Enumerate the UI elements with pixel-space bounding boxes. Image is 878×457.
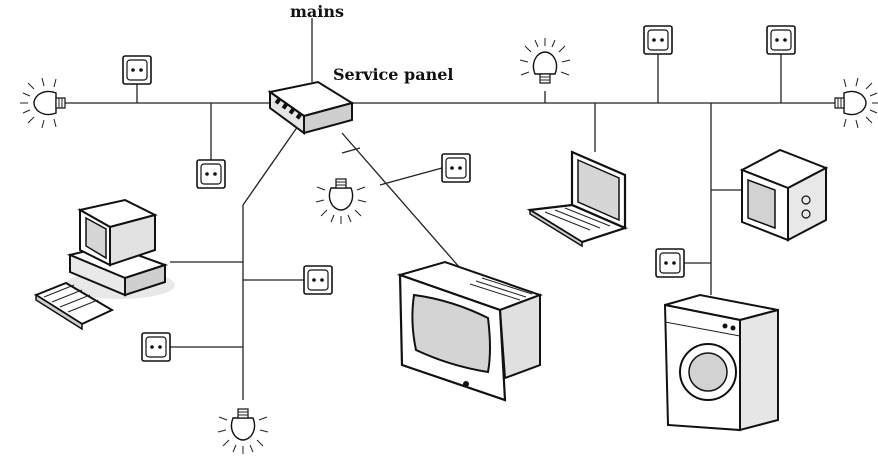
light-bulb-icon: [834, 77, 878, 129]
wiring: [62, 18, 838, 400]
socket-icon: [643, 25, 673, 55]
tv-wire: [341, 132, 461, 269]
service-panel-icon: [267, 80, 355, 135]
light-bulb-icon: [19, 77, 66, 129]
light-bulb-icon: [217, 408, 269, 455]
socket-icon: [122, 55, 152, 85]
socket-icon: [655, 248, 685, 278]
socket-drop-wire: [379, 167, 443, 186]
bulb-drop-wire: [341, 147, 361, 154]
mains-label: mains: [290, 2, 344, 21]
desktop-computer-icon: [33, 198, 175, 331]
light-bulb-icon: [315, 178, 367, 225]
socket-icon: [303, 265, 333, 295]
socket-icon: [441, 153, 471, 183]
washing-machine-icon: [663, 293, 779, 432]
microwave-icon: [739, 148, 829, 242]
television-icon: [396, 260, 543, 402]
light-bulb-icon: [519, 37, 571, 84]
socket-icon: [141, 332, 171, 362]
laptop-icon: [526, 150, 629, 248]
socket-icon: [196, 159, 226, 189]
left-branch-wire: [242, 125, 299, 206]
service-panel-label: Service panel: [333, 65, 453, 84]
socket-icon: [766, 25, 796, 55]
